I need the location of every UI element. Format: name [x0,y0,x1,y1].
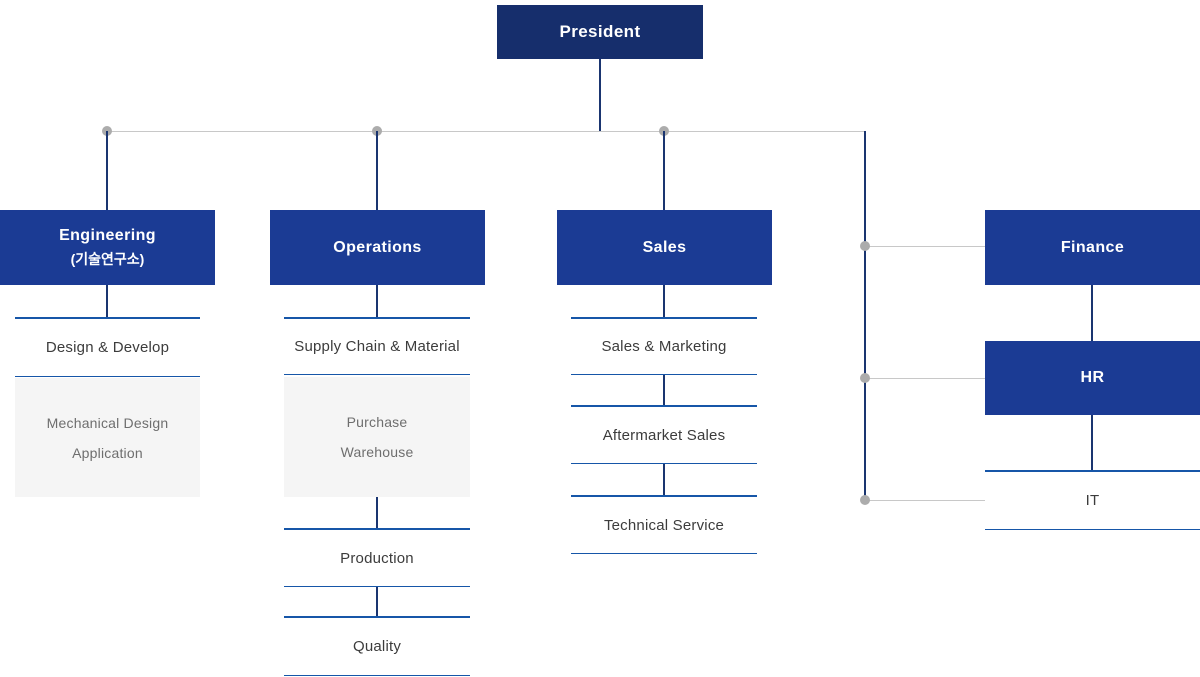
connector-dot-finance [860,241,870,251]
panel-item-application: Application [72,444,143,461]
node-sales-title: Sales [642,238,687,256]
node-hr-title: HR [1080,369,1105,387]
node-aftermarket-sales-label: Aftermarket Sales [602,426,726,444]
connector-drop-engineering [106,131,108,210]
panel-operations-teams: Purchase Warehouse [284,377,470,497]
connector-right-spine [864,131,866,500]
connector-hr-stub [865,378,985,379]
connector-engineering-child [106,285,108,317]
connector-drop-sales [663,131,665,210]
node-supply-chain-label: Supply Chain & Material [294,338,460,355]
node-production-label: Production [340,549,414,567]
panel-item-purchase: Purchase [346,414,408,430]
node-supply-chain: Supply Chain & Material [284,317,470,375]
node-president: President [497,5,703,59]
node-aftermarket-sales: Aftermarket Sales [571,405,757,464]
node-sales: Sales [557,210,772,285]
node-it-label: IT [1085,492,1100,509]
connector-drop-operations [376,131,378,210]
connector-main-horizontal [107,131,865,132]
node-quality: Quality [284,616,470,676]
connector-operations-child [376,285,378,317]
connector-president-drop [599,59,601,131]
node-president-label: President [559,22,641,42]
node-design-develop-label: Design & Develop [45,339,170,356]
node-engineering-subtitle: (기술연구소) [70,251,145,268]
connector-dot-it [860,495,870,505]
node-production: Production [284,528,470,587]
panel-engineering-teams: Mechanical Design Application [15,378,200,497]
node-quality-label: Quality [352,638,402,655]
node-it: IT [985,470,1200,530]
node-technical-service: Technical Service [571,495,757,554]
connector-finance-stub [865,246,985,247]
panel-item-warehouse: Warehouse [340,444,414,460]
node-design-develop: Design & Develop [15,317,200,377]
node-finance-title: Finance [1060,238,1125,256]
connector-finance-hr [1091,285,1093,341]
connector-dot-hr [860,373,870,383]
node-hr: HR [985,341,1200,415]
node-sales-marketing: Sales & Marketing [571,317,757,375]
connector-production-quality [376,587,378,616]
node-engineering-title: Engineering [59,227,156,245]
node-finance: Finance [985,210,1200,285]
node-engineering: Engineering (기술연구소) [0,210,215,285]
node-operations-title: Operations [333,238,422,256]
connector-sales-aftermarket [663,375,665,405]
node-operations: Operations [270,210,485,285]
node-technical-service-label: Technical Service [603,516,725,534]
connector-it-stub [865,500,985,501]
connector-aftermarket-technical [663,464,665,495]
panel-item-mechanical-design: Mechanical Design [46,414,169,431]
connector-operations-production [376,497,378,528]
connector-hr-it [1091,415,1093,470]
node-sales-marketing-label: Sales & Marketing [601,338,727,355]
connector-sales-child [663,285,665,317]
